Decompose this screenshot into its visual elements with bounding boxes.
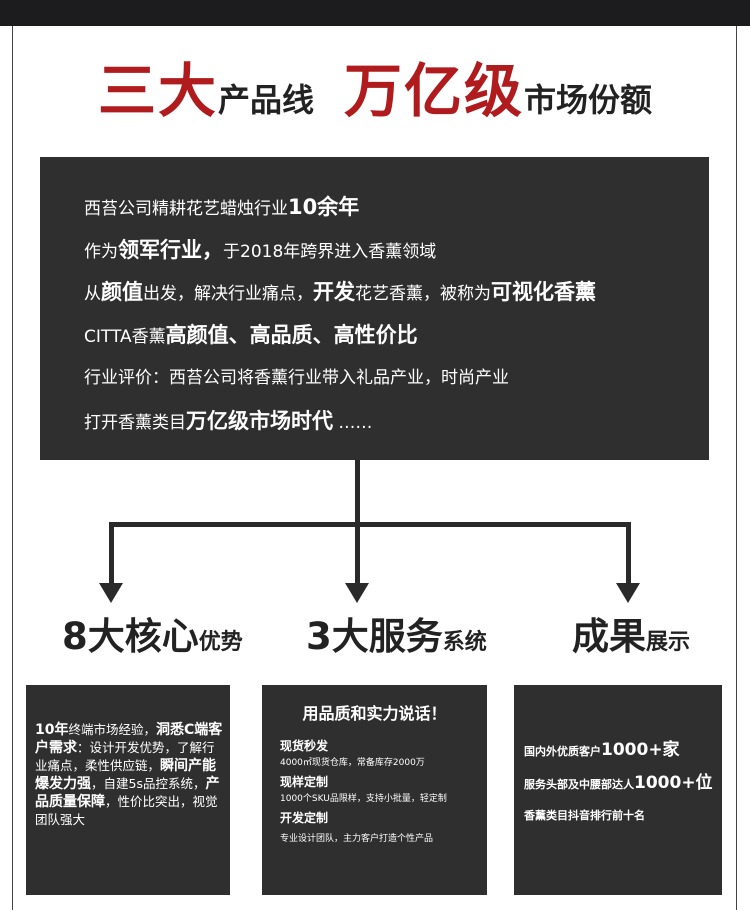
intro-line-1: 西苔公司精耕花艺蜡烛行业10余年: [84, 195, 360, 219]
page-title: 三大产品线万亿级市场份额: [0, 62, 750, 120]
heading-service-systems: 3大服务系统: [306, 615, 487, 658]
right-border-line: [736, 26, 737, 910]
service-item-title: 现样定制: [280, 775, 329, 789]
service-item-desc: 1000个SKU品限样，支持小批量，轻定制: [280, 794, 447, 804]
intro-line-3: 从颜值出发，解决行业痛点，开发花艺香薰，被称为可视化香薰: [84, 280, 596, 304]
result-line-1: 国内外优质客户1000+家: [524, 740, 680, 760]
intro-line-6: 打开香薰类目万亿级市场时代 ……: [84, 409, 373, 433]
connector-left-drop: [109, 522, 114, 584]
heading-core-advantages: 8大核心优势: [62, 615, 243, 658]
results-box: 国内外优质客户1000+家 服务头部及中腰部达人1000+位 香薰类目抖音排行前…: [514, 685, 722, 895]
intro-line-4: CITTA香薰高颜值、高品质、高性价比: [84, 323, 418, 347]
service-item-desc: 专业设计团队，主力客户打造个性产品: [280, 834, 434, 844]
result-line-2: 服务头部及中腰部达人1000+位: [524, 773, 713, 793]
arrow-down-middle-icon: [345, 583, 369, 603]
heading-results: 成果展示: [572, 615, 691, 658]
arrow-down-left-icon: [99, 583, 123, 603]
title-trillion-level: 万亿级: [344, 57, 525, 125]
connector-right-drop: [626, 522, 631, 584]
service-item-title: 开发定制: [280, 811, 329, 825]
service-item-desc: 4000㎡现货仓库，常备库存2000万: [280, 758, 425, 768]
advantages-text: 10年终端市场经验，洞悉C端客户需求：设计开发优势，了解行业痛点，柔性供应链，瞬…: [35, 722, 223, 827]
arrow-down-right-icon: [616, 583, 640, 603]
result-line-3: 香薰类目抖音排行前十名: [524, 809, 645, 822]
intro-line-5: 行业评价：西苔公司将香薰行业带入礼品产业，时尚产业: [84, 368, 509, 388]
title-market-share: 市场份额: [524, 81, 653, 119]
intro-line-2: 作为领军行业，于2018年跨界进入香薰领域: [84, 238, 437, 262]
advantages-box: 10年终端市场经验，洞悉C端客户需求：设计开发优势，了解行业痛点，柔性供应链，瞬…: [26, 685, 230, 895]
connector-trunk: [355, 460, 360, 524]
connector-horizontal: [109, 522, 631, 527]
connector-middle-drop: [355, 522, 360, 584]
service-item-title: 现货秒发: [280, 739, 329, 753]
services-box: 用品质和实力说话！ 现货秒发 4000㎡现货仓库，常备库存2000万 现样定制 …: [262, 685, 487, 895]
intro-box: 西苔公司精耕花艺蜡烛行业10余年 作为领军行业，于2018年跨界进入香薰领域 从…: [40, 157, 709, 460]
left-border-line: [12, 26, 13, 910]
services-box-title: 用品质和实力说话！: [302, 704, 447, 723]
top-bar: [0, 0, 750, 26]
title-three-big: 三大: [97, 57, 218, 125]
title-product-lines: 产品线: [217, 81, 314, 119]
